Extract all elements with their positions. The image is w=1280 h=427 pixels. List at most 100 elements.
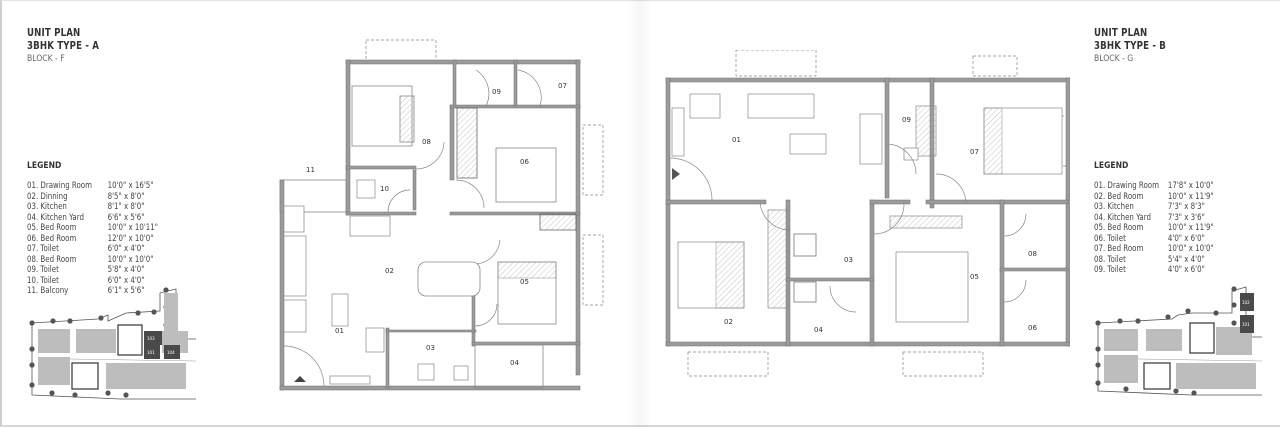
window-projection: [365, 39, 437, 63]
room-label-03: 03: [426, 344, 435, 352]
legend-name: 03. Kitchen: [1094, 201, 1134, 211]
legend-name: 06. Bed Room: [27, 232, 77, 243]
legend-item: 02. Dinning 8'5" x 8'0": [27, 191, 158, 202]
legend-dim: 6'1" x 5'6": [107, 285, 145, 295]
room-label-06: 06: [520, 158, 529, 166]
legend-item: 03. Kitchen 7'3" x 8'3": [1094, 201, 1214, 212]
room-label-08: 08: [422, 138, 431, 146]
legend-name: 11. Balcony: [27, 285, 69, 295]
legend-name: 05. Bed Room: [27, 222, 77, 232]
legend-dim: 6'0" x 4'0": [107, 243, 145, 253]
legend-dim: 10'0" x 11'9": [1167, 190, 1214, 201]
keyplan-unit-a: 102: [1242, 300, 1250, 305]
room-label-06: 06: [1028, 324, 1037, 332]
legend-dim: 17'8" x 10'0": [1167, 180, 1214, 190]
legend-name: 07. Toilet: [27, 243, 59, 253]
room-label-09: 09: [902, 116, 911, 124]
legend-item: 09. Toilet 5'8" x 4'0": [27, 264, 158, 275]
legend-dim: 8'5" x 8'0": [107, 190, 145, 201]
legend-dim: 10'0" x 10'11": [107, 222, 158, 232]
room-label-04: 04: [510, 359, 519, 367]
legend-name: 07. Bed Room: [1094, 243, 1144, 253]
left-subtitle: 3BHK TYPE - A: [27, 40, 100, 52]
left-block: BLOCK - F: [27, 54, 65, 64]
left-legend-title: LEGEND: [27, 161, 62, 171]
legend-dim: 7'3" x 3'6": [1167, 211, 1205, 222]
room-label-08: 08: [1028, 250, 1037, 258]
page-fold: [628, 0, 652, 427]
room-label-11: 11: [306, 166, 315, 174]
legend-item: 05. Bed Room 10'0" x 10'11": [27, 222, 158, 233]
room-label-05: 05: [520, 278, 529, 286]
legend-item: 07. Toilet 6'0" x 4'0": [27, 243, 158, 254]
keyplan-unit-c: 104: [167, 350, 175, 355]
legend-item: 10. Toilet 6'0" x 4'0": [27, 275, 158, 286]
right-title: UNIT PLAN: [1094, 27, 1148, 39]
legend-item: 07. Bed Room 10'0" x 10'0": [1094, 243, 1214, 254]
room-label-01: 01: [335, 327, 344, 335]
legend-dim: 4'0" x 6'0": [1167, 232, 1205, 243]
legend-item: 01. Drawing Room 17'8" x 10'0": [1094, 180, 1214, 191]
legend-name: 05. Bed Room: [1094, 222, 1144, 232]
legend-name: 01. Drawing Room: [1094, 180, 1159, 190]
floor-plan-type-a: 01 02 03 04 05 06 07 08 09 10 11: [270, 30, 610, 400]
legend-item: 08. Toilet 5'4" x 4'0": [1094, 254, 1214, 265]
legend-dim: 7'3" x 8'3": [1167, 201, 1205, 211]
legend-item: 08. Bed Room 10'0" x 10'0": [27, 254, 158, 265]
legend-dim: 8'1" x 8'0": [107, 201, 145, 211]
legend-item: 04. Kitchen Yard 6'6" x 5'6": [27, 212, 158, 223]
right-legend-title: LEGEND: [1094, 161, 1129, 171]
right-legend: LEGEND 01. Drawing Room 17'8" x 10'0" 02.…: [1094, 161, 1237, 275]
legend-dim: 12'0" x 10'0": [107, 232, 154, 243]
floor-plan-type-b: 01 02 03 04 05 06 07 08 09: [660, 50, 1070, 380]
legend-dim: 6'6" x 5'6": [107, 211, 145, 222]
legend-name: 10. Toilet: [27, 274, 59, 285]
legend-name: 04. Kitchen Yard: [27, 211, 84, 222]
legend-name: 09. Toilet: [1094, 264, 1126, 274]
legend-item: 11. Balcony 6'1" x 5'6": [27, 285, 158, 296]
keyplan-unit-b: 101: [147, 350, 155, 355]
room-label-03: 03: [844, 256, 853, 264]
legend-dim: 6'0" x 4'0": [107, 274, 145, 285]
room-label-02: 02: [385, 267, 394, 275]
legend-item: 04. Kitchen Yard 7'3" x 3'6": [1094, 212, 1214, 223]
legend-item: 02. Bed Room 10'0" x 11'9": [1094, 191, 1214, 202]
right-title-block: UNIT PLAN 3BHK TYPE - B BLOCK - G: [1094, 27, 1182, 66]
legend-dim: 10'0" x 16'5": [107, 180, 154, 190]
room-label-07: 07: [970, 148, 979, 156]
right-keyplan: 102 101: [1092, 283, 1267, 413]
legend-dim: 10'0" x 10'0": [1167, 243, 1214, 253]
legend-name: 04. Kitchen Yard: [1094, 211, 1151, 222]
room-label-07: 07: [558, 82, 567, 90]
room-label-01: 01: [732, 136, 741, 144]
keyplan-unit-b: 101: [1242, 322, 1250, 327]
right-subtitle: 3BHK TYPE - B: [1094, 40, 1166, 52]
legend-dim: 5'8" x 4'0": [107, 264, 145, 274]
legend-name: 06. Toilet: [1094, 232, 1126, 243]
legend-dim: 5'4" x 4'0": [1167, 253, 1205, 264]
left-keyplan: 103 101 104: [26, 285, 197, 415]
legend-name: 08. Bed Room: [27, 253, 77, 264]
room-label-04: 04: [814, 326, 823, 334]
legend-dim: 10'0" x 10'0": [107, 253, 154, 264]
keyplan-unit-a: 103: [147, 336, 155, 341]
right-block: BLOCK - G: [1094, 54, 1134, 64]
room-label-10: 10: [380, 185, 389, 193]
left-title-block: UNIT PLAN 3BHK TYPE - A BLOCK - F: [27, 27, 115, 66]
legend-name: 02. Bed Room: [1094, 190, 1144, 201]
legend-name: 02. Dinning: [27, 190, 68, 201]
legend-name: 08. Toilet: [1094, 253, 1126, 264]
room-label-02: 02: [724, 318, 733, 326]
legend-name: 09. Toilet: [27, 264, 59, 274]
room-label-05: 05: [970, 273, 979, 281]
room-label-09: 09: [492, 88, 501, 96]
left-title: UNIT PLAN: [27, 27, 81, 39]
legend-item: 06. Toilet 4'0" x 6'0": [1094, 233, 1214, 244]
legend-dim: 4'0" x 6'0": [1167, 264, 1205, 274]
legend-item: 09. Toilet 4'0" x 6'0": [1094, 264, 1214, 275]
